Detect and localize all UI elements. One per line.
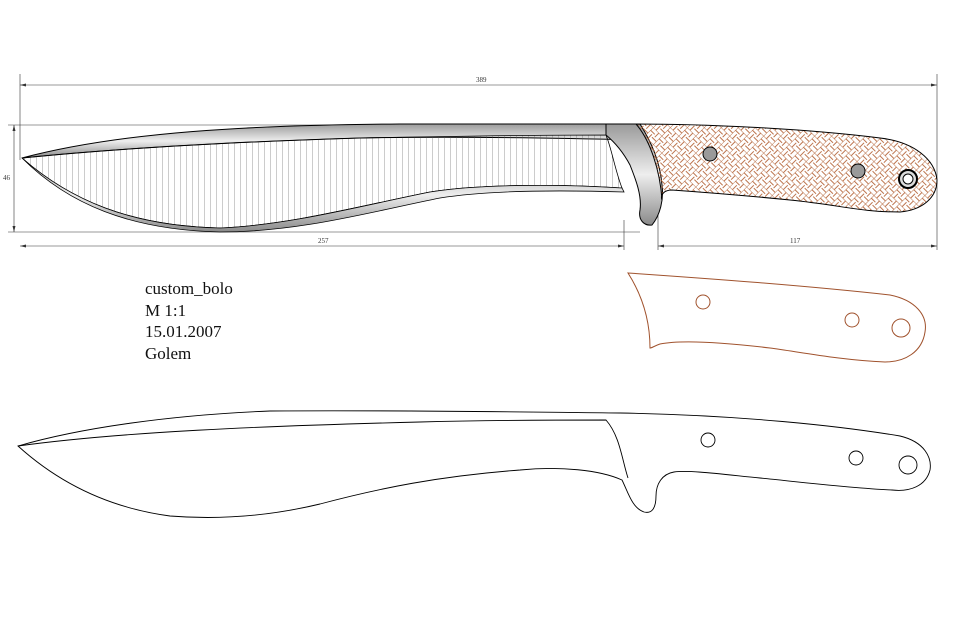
lanyard-hole-icon — [891, 318, 911, 338]
handle-scale-outline — [627, 272, 926, 363]
drawing-scale: M 1:1 — [145, 300, 187, 320]
pin-hole-icon — [700, 432, 716, 448]
pin-hole-icon — [850, 163, 866, 179]
dim-handle-length: 117 — [790, 237, 801, 245]
grind-line — [17, 419, 629, 479]
blade-edge-bevel — [21, 157, 625, 233]
lanyard-tube-inner — [902, 173, 914, 185]
title-block: custom_bolo M 1:1 15.01.2007 Golem — [145, 278, 233, 364]
dim-blade-height: 46 — [3, 174, 11, 182]
dimension-arrows — [12, 83, 937, 248]
drawing-date: 15.01.2007 — [145, 322, 222, 341]
pin-hole-icon — [702, 146, 718, 162]
drawing-author: Golem — [145, 343, 192, 363]
lanyard-hole-icon — [898, 455, 918, 475]
knife-profile-outline — [17, 410, 931, 518]
dim-overall-length: 389 — [476, 76, 487, 84]
handle-scale-patterned — [634, 123, 938, 213]
dim-blade-length: 257 — [318, 237, 329, 245]
pin-hole-icon — [848, 450, 864, 466]
rendered-knife — [21, 123, 938, 233]
pin-hole-icon — [844, 312, 860, 328]
pin-hole-icon — [695, 294, 711, 310]
drawing-name: custom_bolo — [145, 279, 233, 298]
